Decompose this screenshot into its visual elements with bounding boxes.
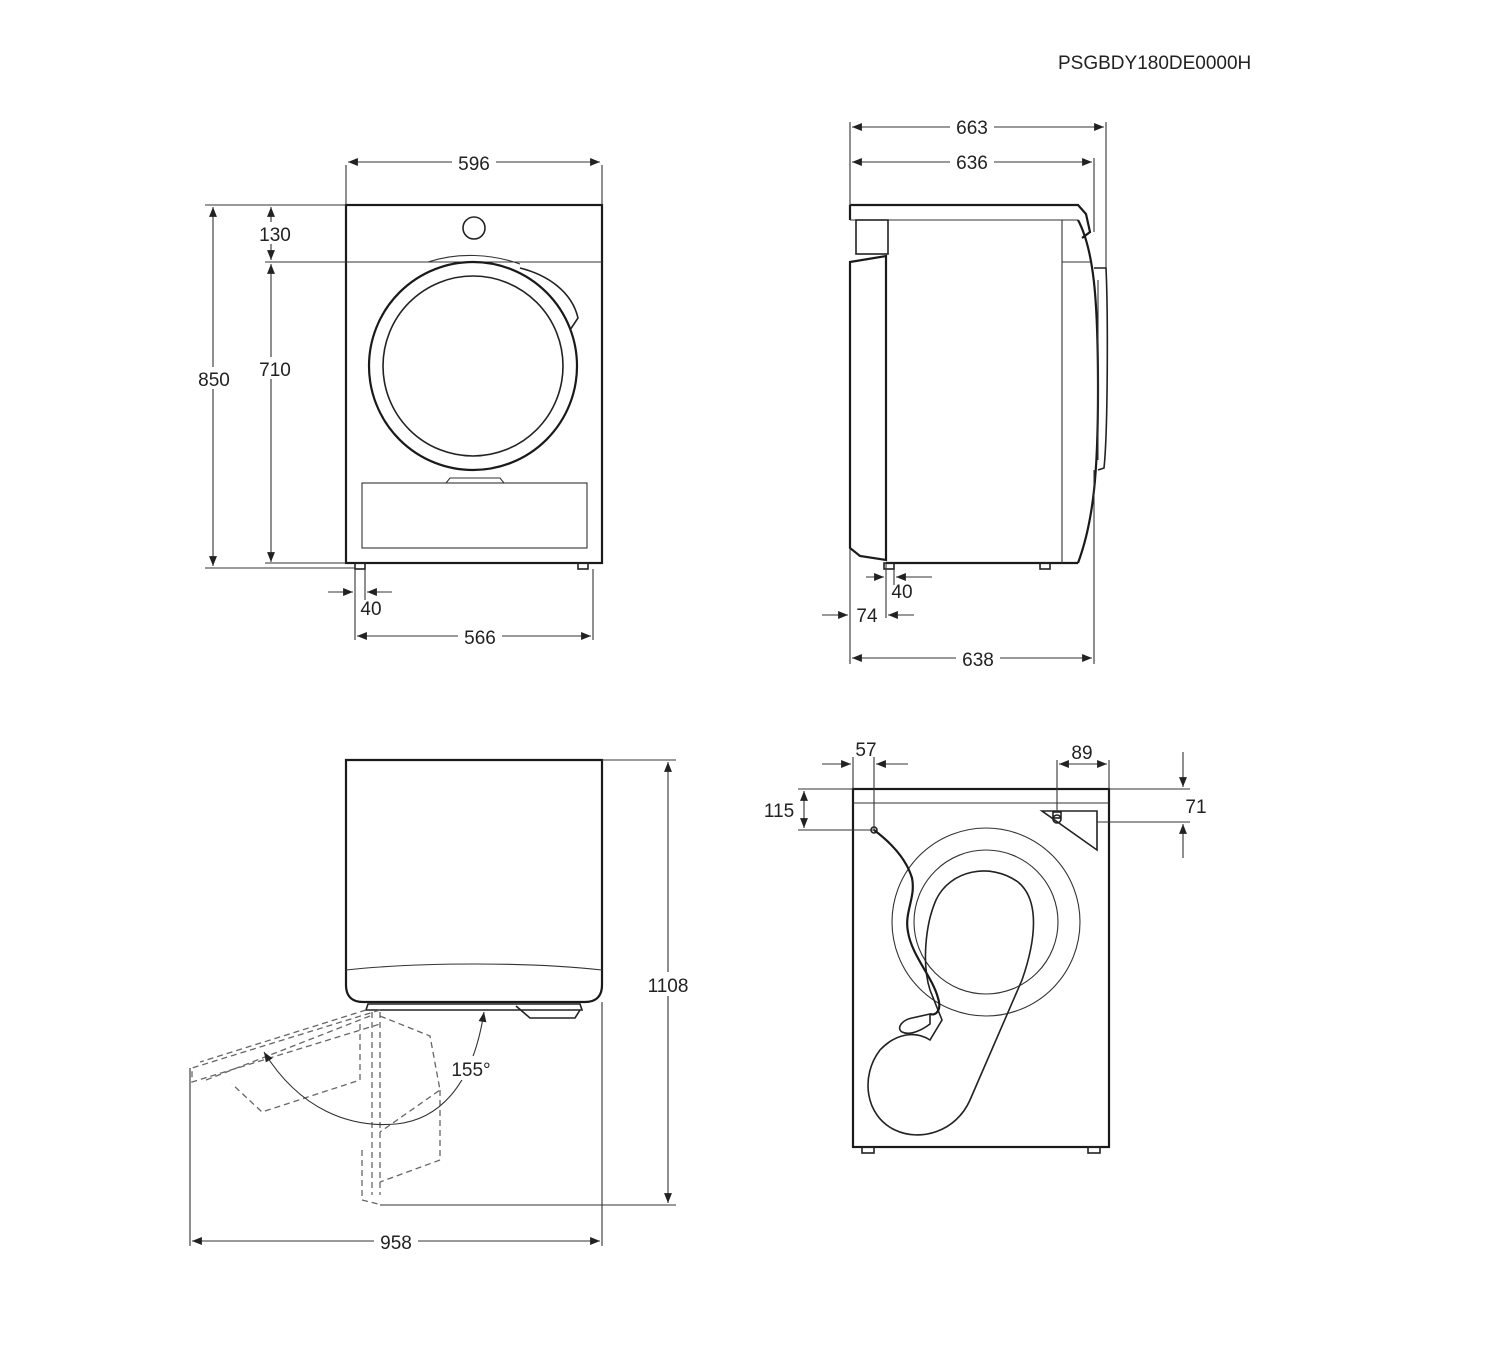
rear-body xyxy=(851,787,1111,1149)
power-cable xyxy=(873,829,941,1016)
rear-drum-outer xyxy=(891,827,1081,1017)
top-view: 155° 1108 958 xyxy=(189,758,694,1254)
rear-foot-left xyxy=(861,1146,875,1154)
plinth-notch xyxy=(445,477,505,484)
door-handle-inner xyxy=(427,254,521,265)
side-door-profile xyxy=(1094,267,1109,471)
rear-cable-x-label: 57 xyxy=(855,740,876,761)
rear-foot-right xyxy=(1087,1146,1101,1154)
side-front-curve xyxy=(1076,219,1100,564)
front-top-panel-label: 130 xyxy=(259,225,291,246)
front-plinth xyxy=(361,482,588,549)
side-back-panel xyxy=(848,254,888,562)
front-feet-span-label: 566 xyxy=(464,628,496,649)
rear-outlet-x-label: 89 xyxy=(1071,743,1092,764)
front-door-inner xyxy=(382,275,564,457)
top-height-open-label: 1108 xyxy=(648,976,689,997)
side-depth-base-label: 638 xyxy=(962,650,994,671)
power-knob-icon xyxy=(462,216,486,240)
open-door-outline xyxy=(191,1009,381,1083)
drain-outlet-icon xyxy=(1052,814,1062,824)
side-back-box xyxy=(855,219,889,255)
rear-outlet-y-label: 71 xyxy=(1185,797,1206,818)
side-foot-back xyxy=(883,562,895,570)
front-foot-left xyxy=(354,562,366,570)
front-door-outer xyxy=(367,260,579,472)
front-body xyxy=(344,203,604,565)
door-angle-label: 155° xyxy=(451,1060,490,1081)
front-width-label: 596 xyxy=(458,154,490,175)
rear-cable-y-label: 115 xyxy=(764,801,794,822)
top-depth-open-label: 958 xyxy=(380,1233,412,1254)
rear-outlet-bracket xyxy=(1039,810,1098,852)
front-foot-right xyxy=(577,562,589,570)
open-door-plinth xyxy=(231,1024,361,1113)
model-code: PSGBDY180DE0000H xyxy=(1058,53,1251,74)
rear-condenser-duct xyxy=(867,870,1035,1136)
front-door-height-label: 710 xyxy=(259,360,291,381)
side-depth-door-label: 663 xyxy=(956,118,988,139)
top-body xyxy=(344,758,604,1004)
side-foot-offset-label: 40 xyxy=(891,582,912,603)
side-front-offset-label: 74 xyxy=(856,606,878,627)
top-door-base xyxy=(364,1003,584,1011)
door-handle xyxy=(519,267,579,331)
front-foot-offset-label: 40 xyxy=(360,599,381,620)
front-view: 596 850 130 710 40 566 xyxy=(194,150,604,649)
rear-view: 57 115 89 71 xyxy=(764,740,1207,1154)
side-view: 663 636 40 74 638 xyxy=(822,116,1109,671)
top-door-handle xyxy=(515,1005,581,1019)
side-top xyxy=(850,203,1092,239)
cable-plug-icon xyxy=(898,1013,931,1035)
front-height-label: 850 xyxy=(198,370,230,391)
side-depth-body-label: 636 xyxy=(956,153,988,174)
side-foot-front xyxy=(1039,562,1051,570)
